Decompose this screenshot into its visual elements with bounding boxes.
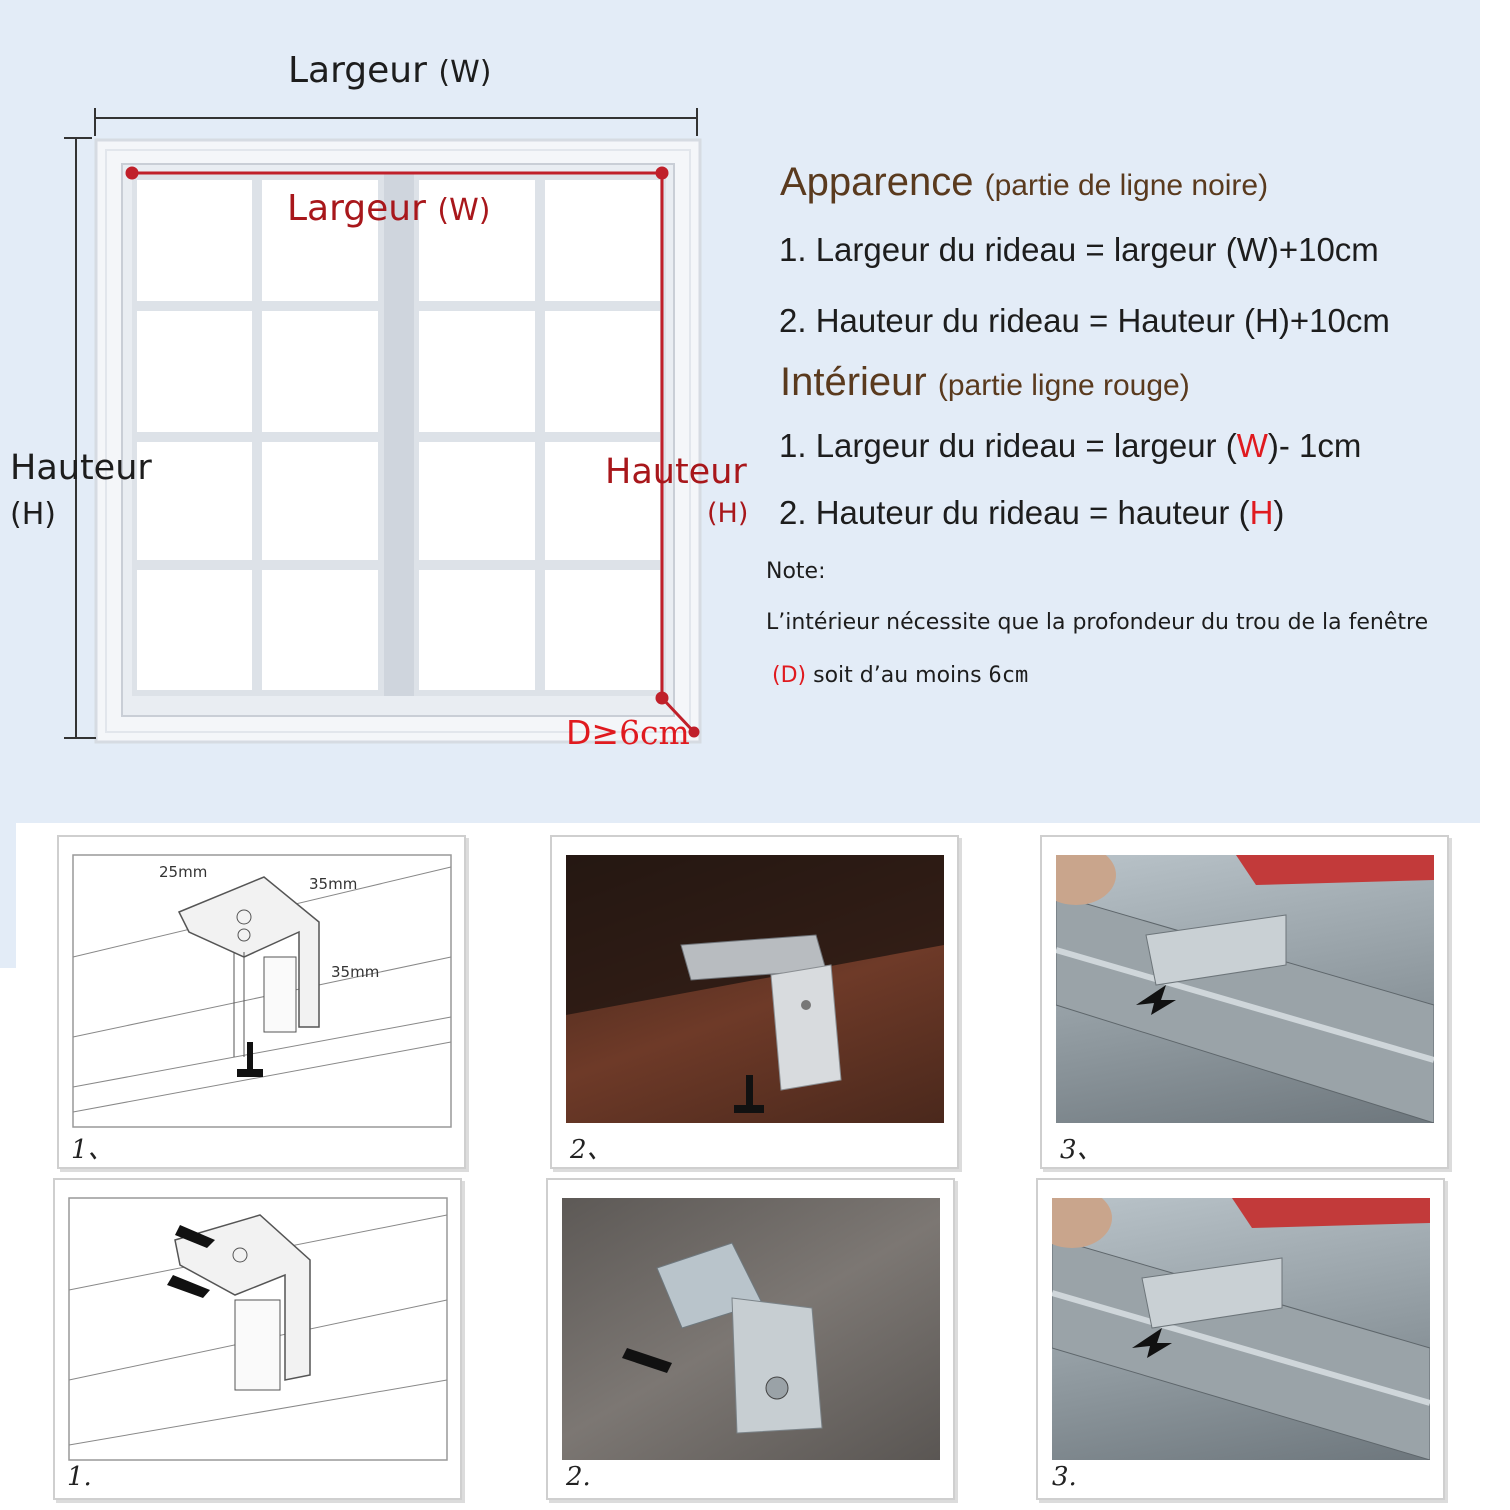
dim-label-c: 35mm <box>331 963 380 981</box>
interior-heading: Intérieur (partie ligne rouge) <box>780 360 1190 404</box>
appearance-line-2: 2. Hauteur du rideau = Hauteur (H)+10cm <box>779 302 1390 339</box>
window-mullion <box>384 174 414 696</box>
step-2-photo-panel: 2、 <box>550 835 959 1169</box>
step-3-photo-panel: 3、 <box>1040 835 1449 1169</box>
rail-photo-alt <box>1052 1198 1430 1460</box>
step-number: 2、 <box>570 1135 613 1165</box>
step-number: 1、 <box>71 1135 114 1165</box>
outer-height-label: Hauteur <box>10 448 152 488</box>
step-3-photo-panel-alt: 3. <box>1036 1178 1445 1500</box>
left-sash <box>132 174 384 696</box>
appearance-heading: Apparence (partie de ligne noire) <box>780 160 1269 204</box>
step-number: 3. <box>1052 1462 1077 1492</box>
step-2-photo-panel-alt: 2. <box>546 1178 955 1500</box>
window-diagram <box>64 108 702 744</box>
rail-photo <box>1056 855 1434 1123</box>
outer-width-label: Largeur (W) <box>288 50 492 91</box>
step-number: 1. <box>67 1462 92 1492</box>
outer-height-unit: (H) <box>10 497 56 532</box>
bracket-drawing <box>72 854 452 1128</box>
appearance-line-1: 1. Largeur du rideau = largeur (W)+10cm <box>779 231 1379 268</box>
inner-height-label: Hauteur <box>605 452 747 492</box>
inner-height-unit: (H) <box>707 498 749 529</box>
step-number: 3、 <box>1060 1135 1103 1165</box>
inner-measure-lines <box>125 166 700 738</box>
outer-measure-lines <box>64 108 698 739</box>
bracket-photo-alt <box>562 1198 940 1460</box>
note-label: Note: <box>766 559 826 584</box>
bracket-drawing-alt <box>68 1197 448 1461</box>
step-1-drawing-panel-alt: 1. <box>53 1178 462 1500</box>
right-sash <box>414 174 666 696</box>
step-number: 2. <box>566 1462 591 1492</box>
depth-label: D≥6cm <box>566 713 690 752</box>
dim-label-b: 35mm <box>309 875 358 893</box>
background-tab <box>0 823 16 968</box>
inner-width-label: Largeur (W) <box>287 188 491 229</box>
dim-label-a: 25mm <box>159 863 208 881</box>
interior-line-2: 2. Hauteur du rideau = hauteur (H) <box>779 494 1285 531</box>
bracket-photo <box>566 855 944 1123</box>
step-1-drawing-panel: 25mm 35mm 35mm 1、 <box>57 835 466 1169</box>
note-text-2: (D) soit d’au moins 6cm <box>772 663 1029 688</box>
note-text-1: L’intérieur nécessite que la profondeur … <box>766 610 1429 635</box>
interior-line-1: 1. Largeur du rideau = largeur (W)- 1cm <box>779 427 1362 464</box>
